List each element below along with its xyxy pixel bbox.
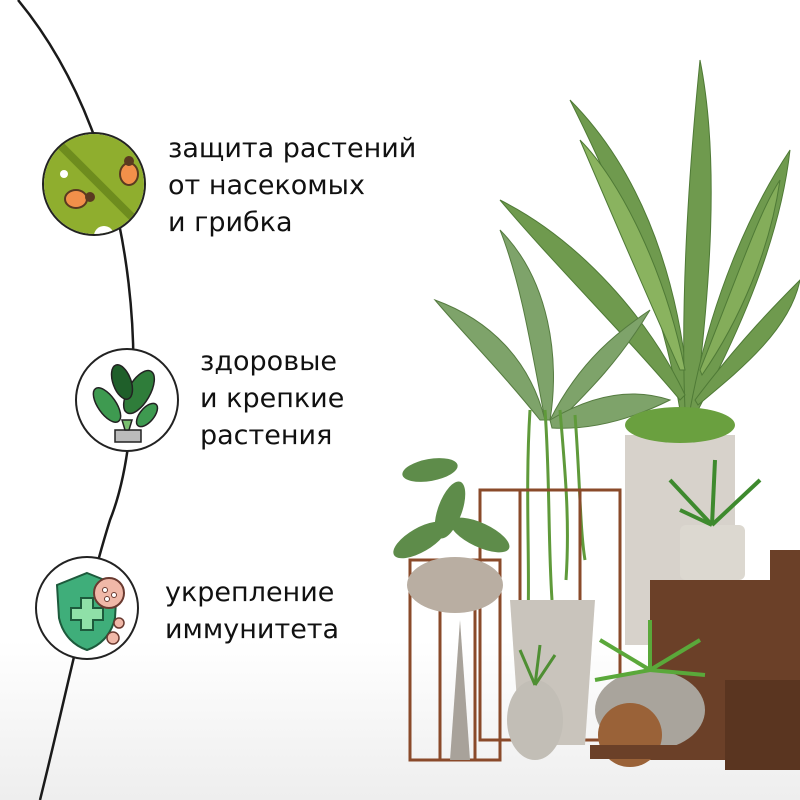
small-grass <box>518 644 557 686</box>
feature-text-line: и грибка <box>168 207 293 238</box>
wooden-tray <box>590 745 705 759</box>
potted-plant-icon <box>75 348 179 452</box>
feature-pest-protection: защита растений от насекомых и грибка <box>168 130 416 241</box>
large-plant-leaves <box>499 59 800 411</box>
left-pot <box>407 557 503 613</box>
leaf-bugs-icon <box>42 132 146 236</box>
left-plant-leaves <box>393 458 510 559</box>
feature-immunity: укрепление иммунитета <box>165 574 339 648</box>
white-pot <box>680 525 745 580</box>
medium-plant-leaves <box>433 229 672 429</box>
feature-text-line: от насекомых <box>168 170 365 201</box>
feature-text-line: здоровые <box>200 346 338 377</box>
plants-illustration <box>393 59 800 770</box>
planter-moss <box>625 407 735 443</box>
small-vase <box>507 680 563 760</box>
feature-text-line: растения <box>200 420 333 451</box>
cone-stand <box>450 620 470 760</box>
feature-text-line: и крепкие <box>200 383 345 414</box>
bird-nest-fern <box>594 620 706 682</box>
hanging-vines <box>526 409 587 621</box>
wooden-box-small <box>725 680 800 770</box>
wooden-box-right <box>770 550 800 680</box>
fern-leaves <box>668 459 762 527</box>
feature-text-line: защита растений <box>168 133 417 164</box>
feature-text-line: иммунитета <box>165 614 340 645</box>
feature-text-line: укрепление <box>165 577 335 608</box>
shield-virus-icon <box>35 556 139 660</box>
feature-healthy-plants: здоровые и крепкие растения <box>200 343 344 454</box>
